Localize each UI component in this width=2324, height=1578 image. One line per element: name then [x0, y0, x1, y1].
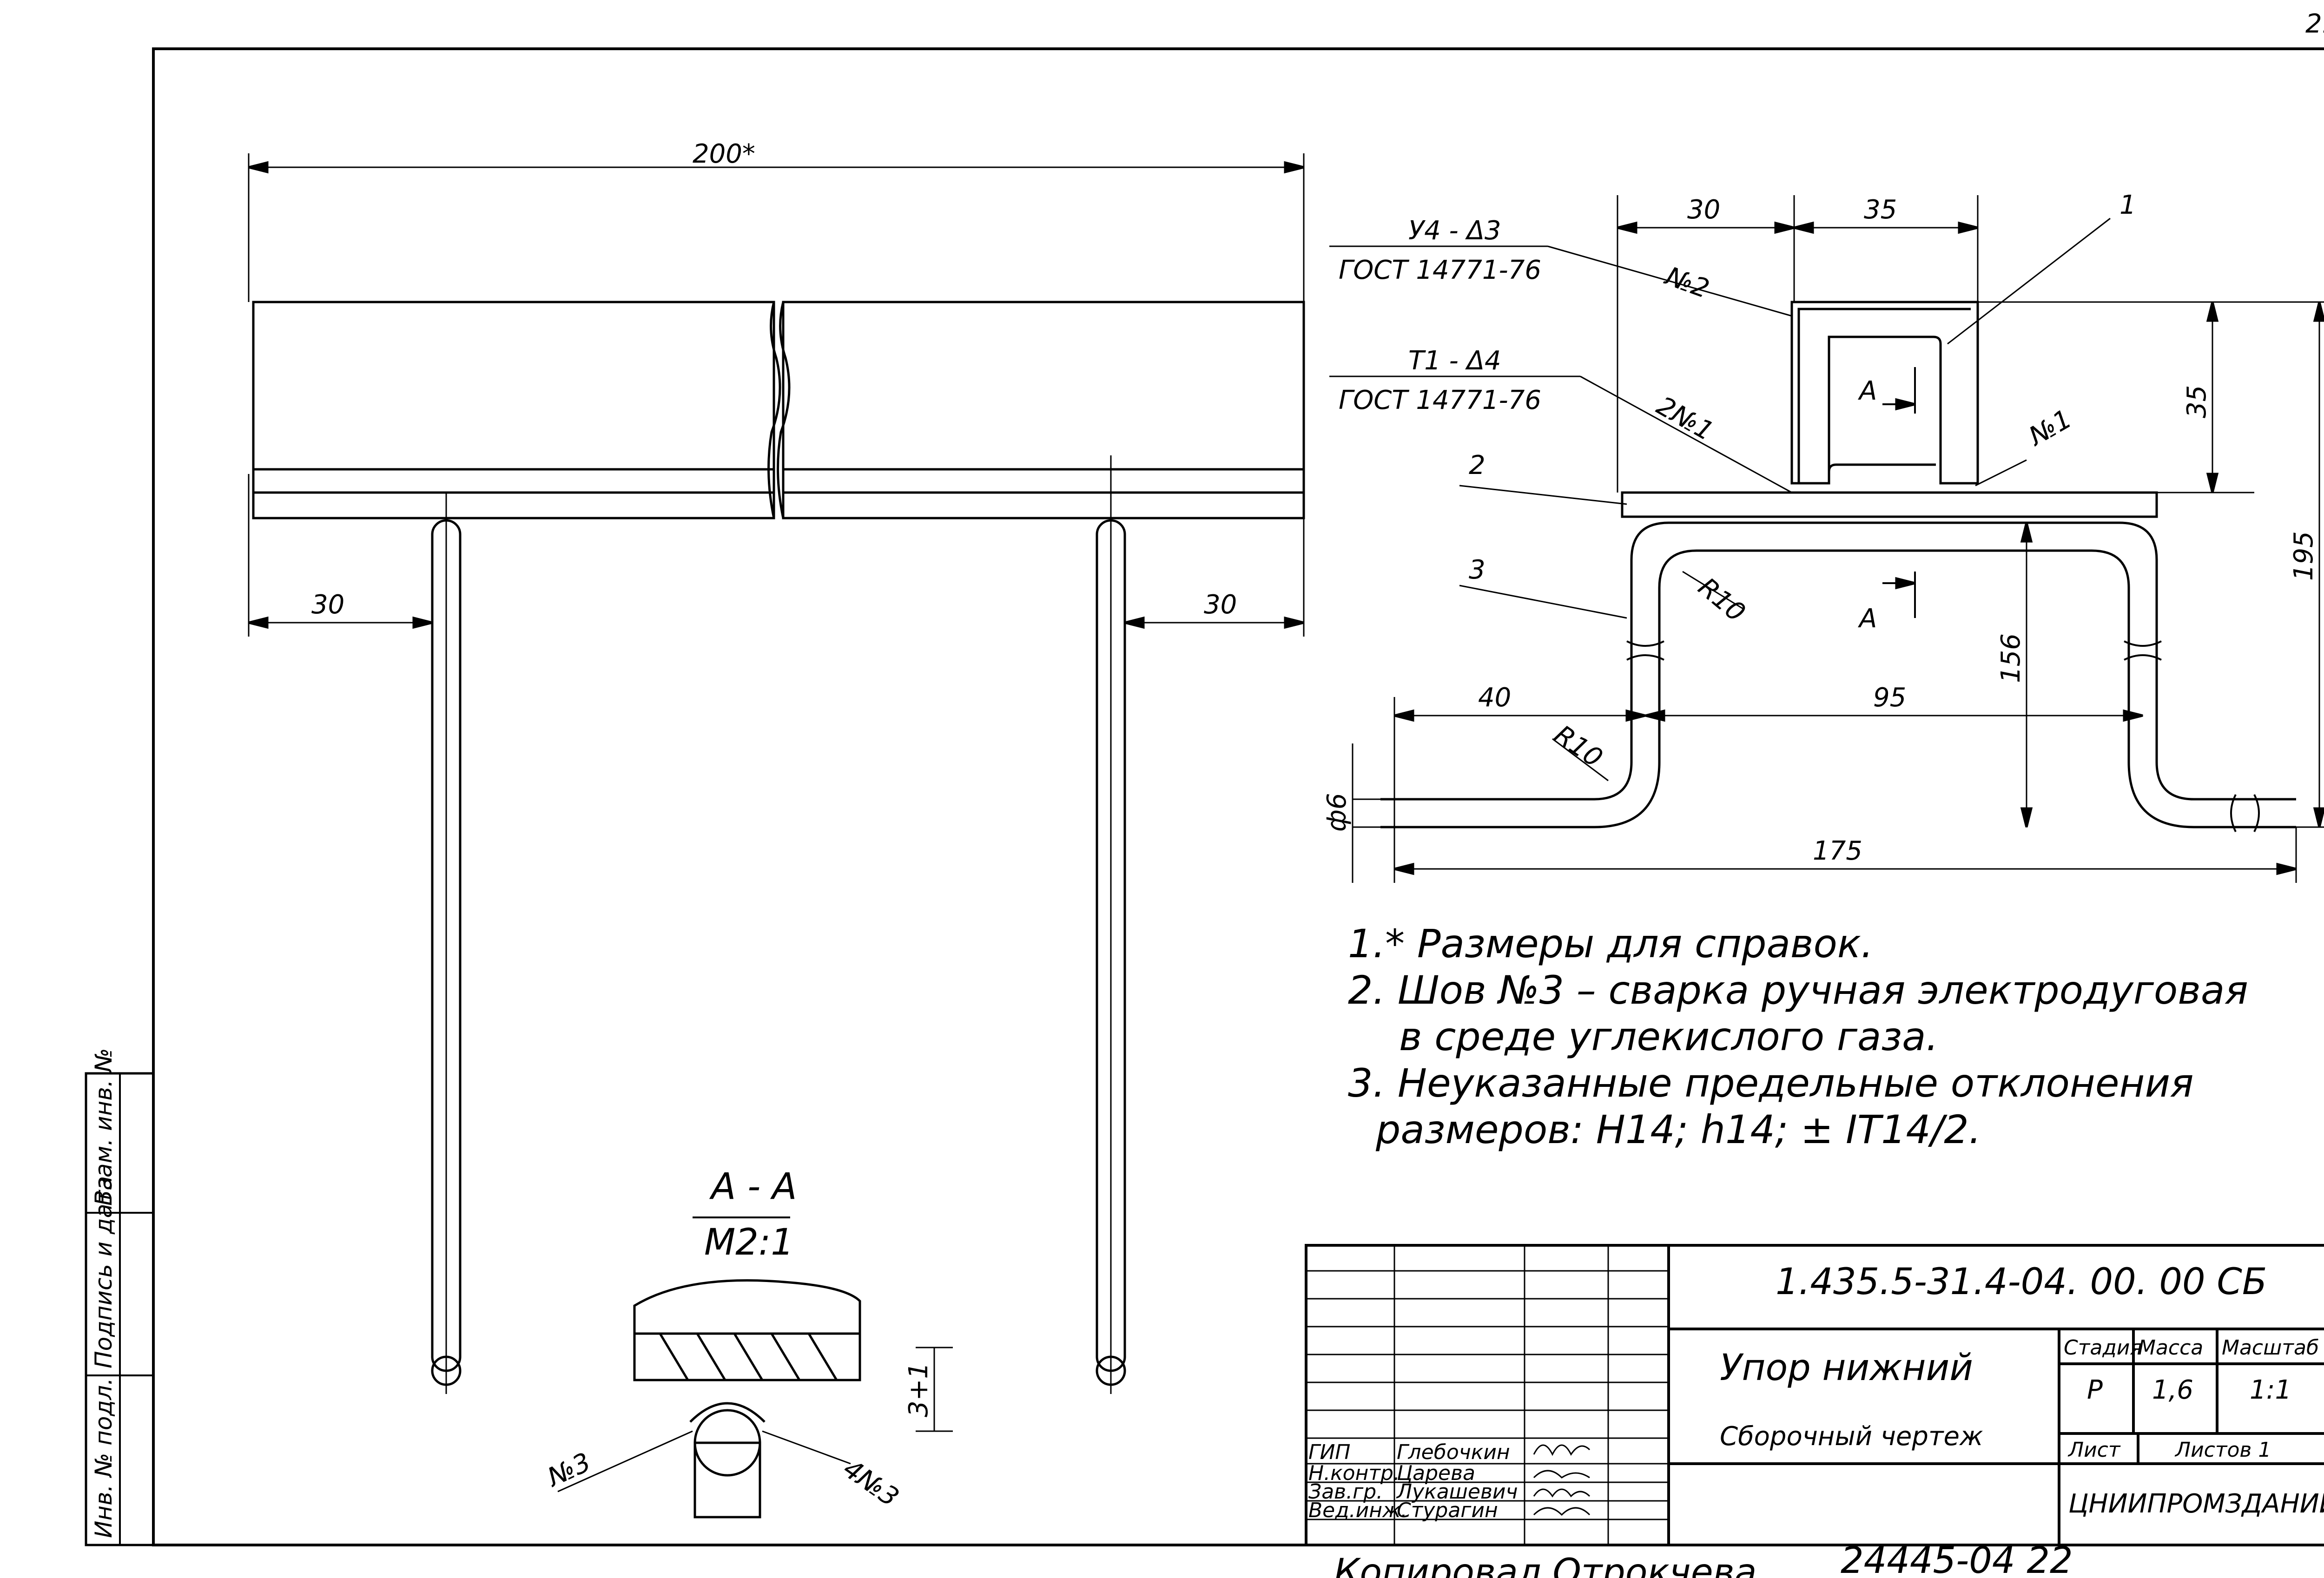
note-3b: размеров: H14; h14; ± IT14/2. — [1375, 1107, 1981, 1152]
main-view — [248, 153, 1305, 1394]
role-2: Н.контр. — [1308, 1461, 1400, 1485]
position-2: 2 — [1469, 450, 1486, 480]
section-weld-left: №3 — [542, 1447, 595, 1493]
stage-value: Р — [2087, 1375, 2103, 1405]
item-subname: Сборочный чертеж — [1720, 1421, 1983, 1452]
drawing-frame — [152, 47, 2324, 1546]
role-2-name: Царева — [1397, 1461, 1475, 1485]
section-scale: М2:1 — [704, 1222, 794, 1263]
section-title: А - А — [709, 1166, 797, 1208]
dim-left-40: 40 — [1478, 683, 1511, 713]
doc-code: 1.435.5-31.4-04. 00. 00 СБ — [1776, 1261, 2267, 1303]
dim-mid-95: 95 — [1873, 683, 1906, 713]
side-stamp-sign: Подпись и дата — [90, 1176, 117, 1368]
scale-label: Масштаб — [2222, 1336, 2319, 1360]
sheets-label: Листов 1 — [2174, 1438, 2271, 1462]
notes: 1.* Размеры для справок. 2. Шов №3 – сва… — [1348, 921, 2248, 1152]
section-mark-top: А — [1858, 376, 1877, 406]
role-4-name: Стурагин — [1397, 1499, 1498, 1522]
title-block — [1305, 1244, 2324, 1546]
role-3: Зав.гр. — [1308, 1480, 1383, 1504]
dim-diameter: ф6 — [1322, 793, 1352, 832]
weld-right-mark: №1 — [2023, 404, 2077, 453]
note-1: 1.* Размеры для справок. — [1348, 921, 1873, 967]
position-3: 3 — [1469, 555, 1486, 585]
weld-top-mark: №2 — [1660, 261, 1713, 304]
weld-bottom-mark: 2№1 — [1651, 391, 1719, 447]
page-number: 21 — [2305, 9, 2324, 39]
side-stamp: Инв. № подл. Подпись и дата Взам. инв. № — [85, 1048, 155, 1546]
dim-left-30: 30 — [311, 590, 344, 620]
organization: ЦНИИПРОМЗДАНИЙ — [2068, 1489, 2324, 1519]
mass-label: Масса — [2138, 1336, 2203, 1360]
section-mark-bottom: А — [1858, 604, 1877, 634]
side-stamp-replace: Взам. инв. № — [90, 1048, 117, 1206]
weld-bottom-code: Т1 - Δ4 — [1408, 346, 1501, 376]
dim-right-30: 30 — [1204, 590, 1237, 620]
side-stamp-inv: Инв. № подл. — [90, 1378, 117, 1538]
role-3-name: Лукашевич — [1396, 1480, 1518, 1504]
footer-names: Копировал Отрокчева — [1334, 1552, 1756, 1578]
role-1-name: Глебочкин — [1397, 1440, 1510, 1464]
footer-code: 24445-04 22 — [1841, 1540, 2073, 1578]
role-1: ГИП — [1308, 1440, 1351, 1464]
stage-label: Стадия — [2064, 1336, 2142, 1360]
roles: ГИП Глебочкин Н.контр. Царева Зав.гр. Лу… — [1308, 1440, 1518, 1522]
item-name: Упор нижний — [1720, 1347, 1973, 1389]
note-2b: в среде углекислого газа. — [1399, 1014, 1938, 1059]
dim-total-175: 175 — [1813, 836, 1862, 866]
weld-bottom-gost: ГОСТ 14771-76 — [1339, 385, 1541, 415]
sheet-label: Лист — [2067, 1438, 2121, 1462]
dim-r-lower: R10 — [1549, 719, 1608, 773]
note-3: 3. Неуказанные предельные отклонения — [1348, 1060, 2194, 1106]
dim-length: 200* — [693, 139, 755, 169]
weld-top-code: У4 - Δ3 — [1408, 216, 1501, 246]
dim-top-35: 35 — [1864, 195, 1897, 225]
scale-value: 1:1 — [2250, 1375, 2291, 1405]
position-1: 1 — [2119, 190, 2136, 220]
role-4: Вед.инж. — [1308, 1499, 1407, 1522]
dim-right-35: 35 — [2182, 385, 2212, 418]
dim-right-195: 195 — [2289, 531, 2319, 581]
dim-r-upper: R10 — [1692, 572, 1751, 628]
mass-value: 1,6 — [2152, 1375, 2193, 1405]
section-drawing — [557, 1279, 953, 1519]
dim-height-156: 156 — [1996, 633, 2026, 683]
signatures — [1533, 1444, 1591, 1516]
note-2: 2. Шов №3 – сварка ручная электродуговая — [1348, 967, 2248, 1013]
dim-top-30: 30 — [1687, 195, 1720, 225]
section-dim: 3+1 — [904, 1362, 934, 1417]
detail-view — [1329, 195, 2324, 883]
weld-top-gost: ГОСТ 14771-76 — [1339, 255, 1541, 285]
